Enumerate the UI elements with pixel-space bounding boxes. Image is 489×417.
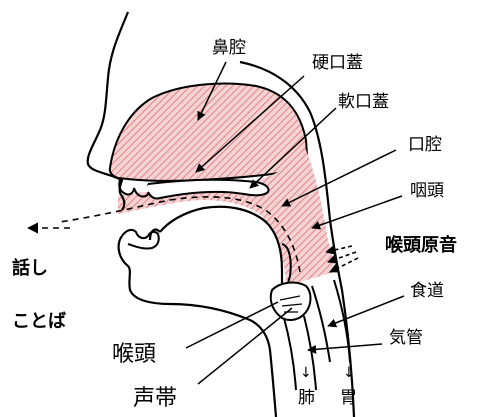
label-pharynx: 咽頭 xyxy=(410,183,444,200)
label-soft-palate: 軟口蓋 xyxy=(338,94,389,111)
label-speech-line2: ことば xyxy=(12,313,66,331)
label-esophagus: 食道 xyxy=(410,283,444,300)
label-nasal-cavity: 鼻腔 xyxy=(212,40,246,57)
label-speech-line1: 話し xyxy=(12,260,48,278)
leader-pharynx xyxy=(312,196,402,228)
leader-larynx xyxy=(186,302,278,348)
leader-trachea xyxy=(308,344,382,350)
arrow-down-stomach: ↓ xyxy=(343,366,355,380)
label-stomach: 胃 xyxy=(340,390,357,407)
lower-teeth-outline xyxy=(122,230,159,249)
label-vocal-cords: 声帯 xyxy=(133,388,177,410)
arrow-down-lungs: ↓ xyxy=(300,366,312,380)
leader-vocal-cords xyxy=(198,308,292,384)
label-glottal-sound: 喉頭原音 xyxy=(385,237,457,255)
label-larynx: 喉頭 xyxy=(112,344,156,366)
tongue-outline xyxy=(150,207,282,290)
larynx-body xyxy=(271,283,311,320)
label-trachea: 気管 xyxy=(389,330,423,347)
label-oral-cavity: 口腔 xyxy=(408,137,442,154)
label-hard-palate: 硬口蓋 xyxy=(312,55,363,72)
oral-passage-region xyxy=(118,188,301,282)
label-lungs: 肺 xyxy=(298,390,315,407)
